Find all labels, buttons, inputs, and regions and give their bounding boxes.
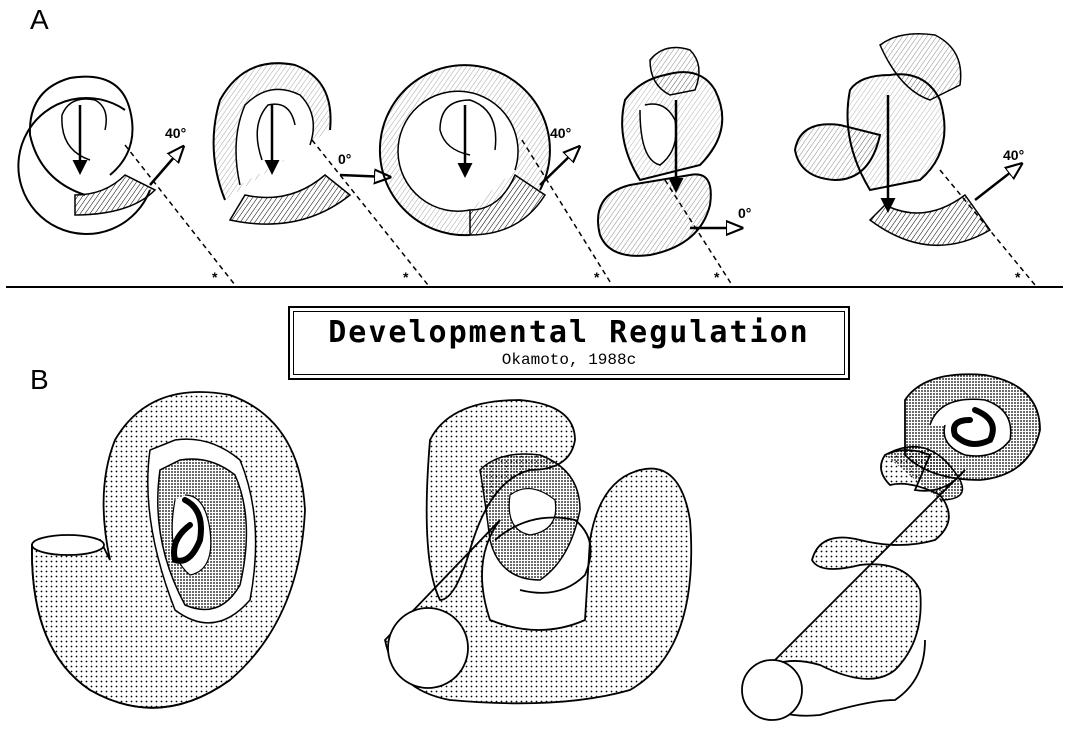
figure-title: Developmental Regulation [294, 312, 844, 348]
star-marker-1: * [212, 269, 218, 285]
cochlea-b1 [32, 392, 305, 708]
title-box-inner: Developmental Regulation Okamoto, 1988c [293, 311, 845, 375]
angle-label-4: 0° [738, 205, 751, 221]
title-box: Developmental Regulation Okamoto, 1988c [288, 306, 850, 380]
figure-citation: Okamoto, 1988c [294, 352, 844, 368]
cochlea-a3 [380, 65, 612, 285]
angle-label-2: 0° [338, 151, 351, 167]
cochlea-a5 [795, 34, 1035, 285]
star-marker-3: * [594, 269, 600, 285]
cochlea-b2 [385, 400, 691, 703]
cochlea-b3 [742, 374, 1040, 720]
cochlea-a4 [598, 48, 740, 285]
angle-label-3: 40° [550, 125, 571, 141]
star-marker-5: * [1015, 269, 1021, 285]
angle-label-1: 40° [165, 125, 186, 141]
star-marker-2: * [403, 269, 409, 285]
star-marker-4: * [714, 269, 720, 285]
cochlea-a1 [18, 77, 235, 285]
angle-label-5: 40° [1003, 147, 1024, 163]
